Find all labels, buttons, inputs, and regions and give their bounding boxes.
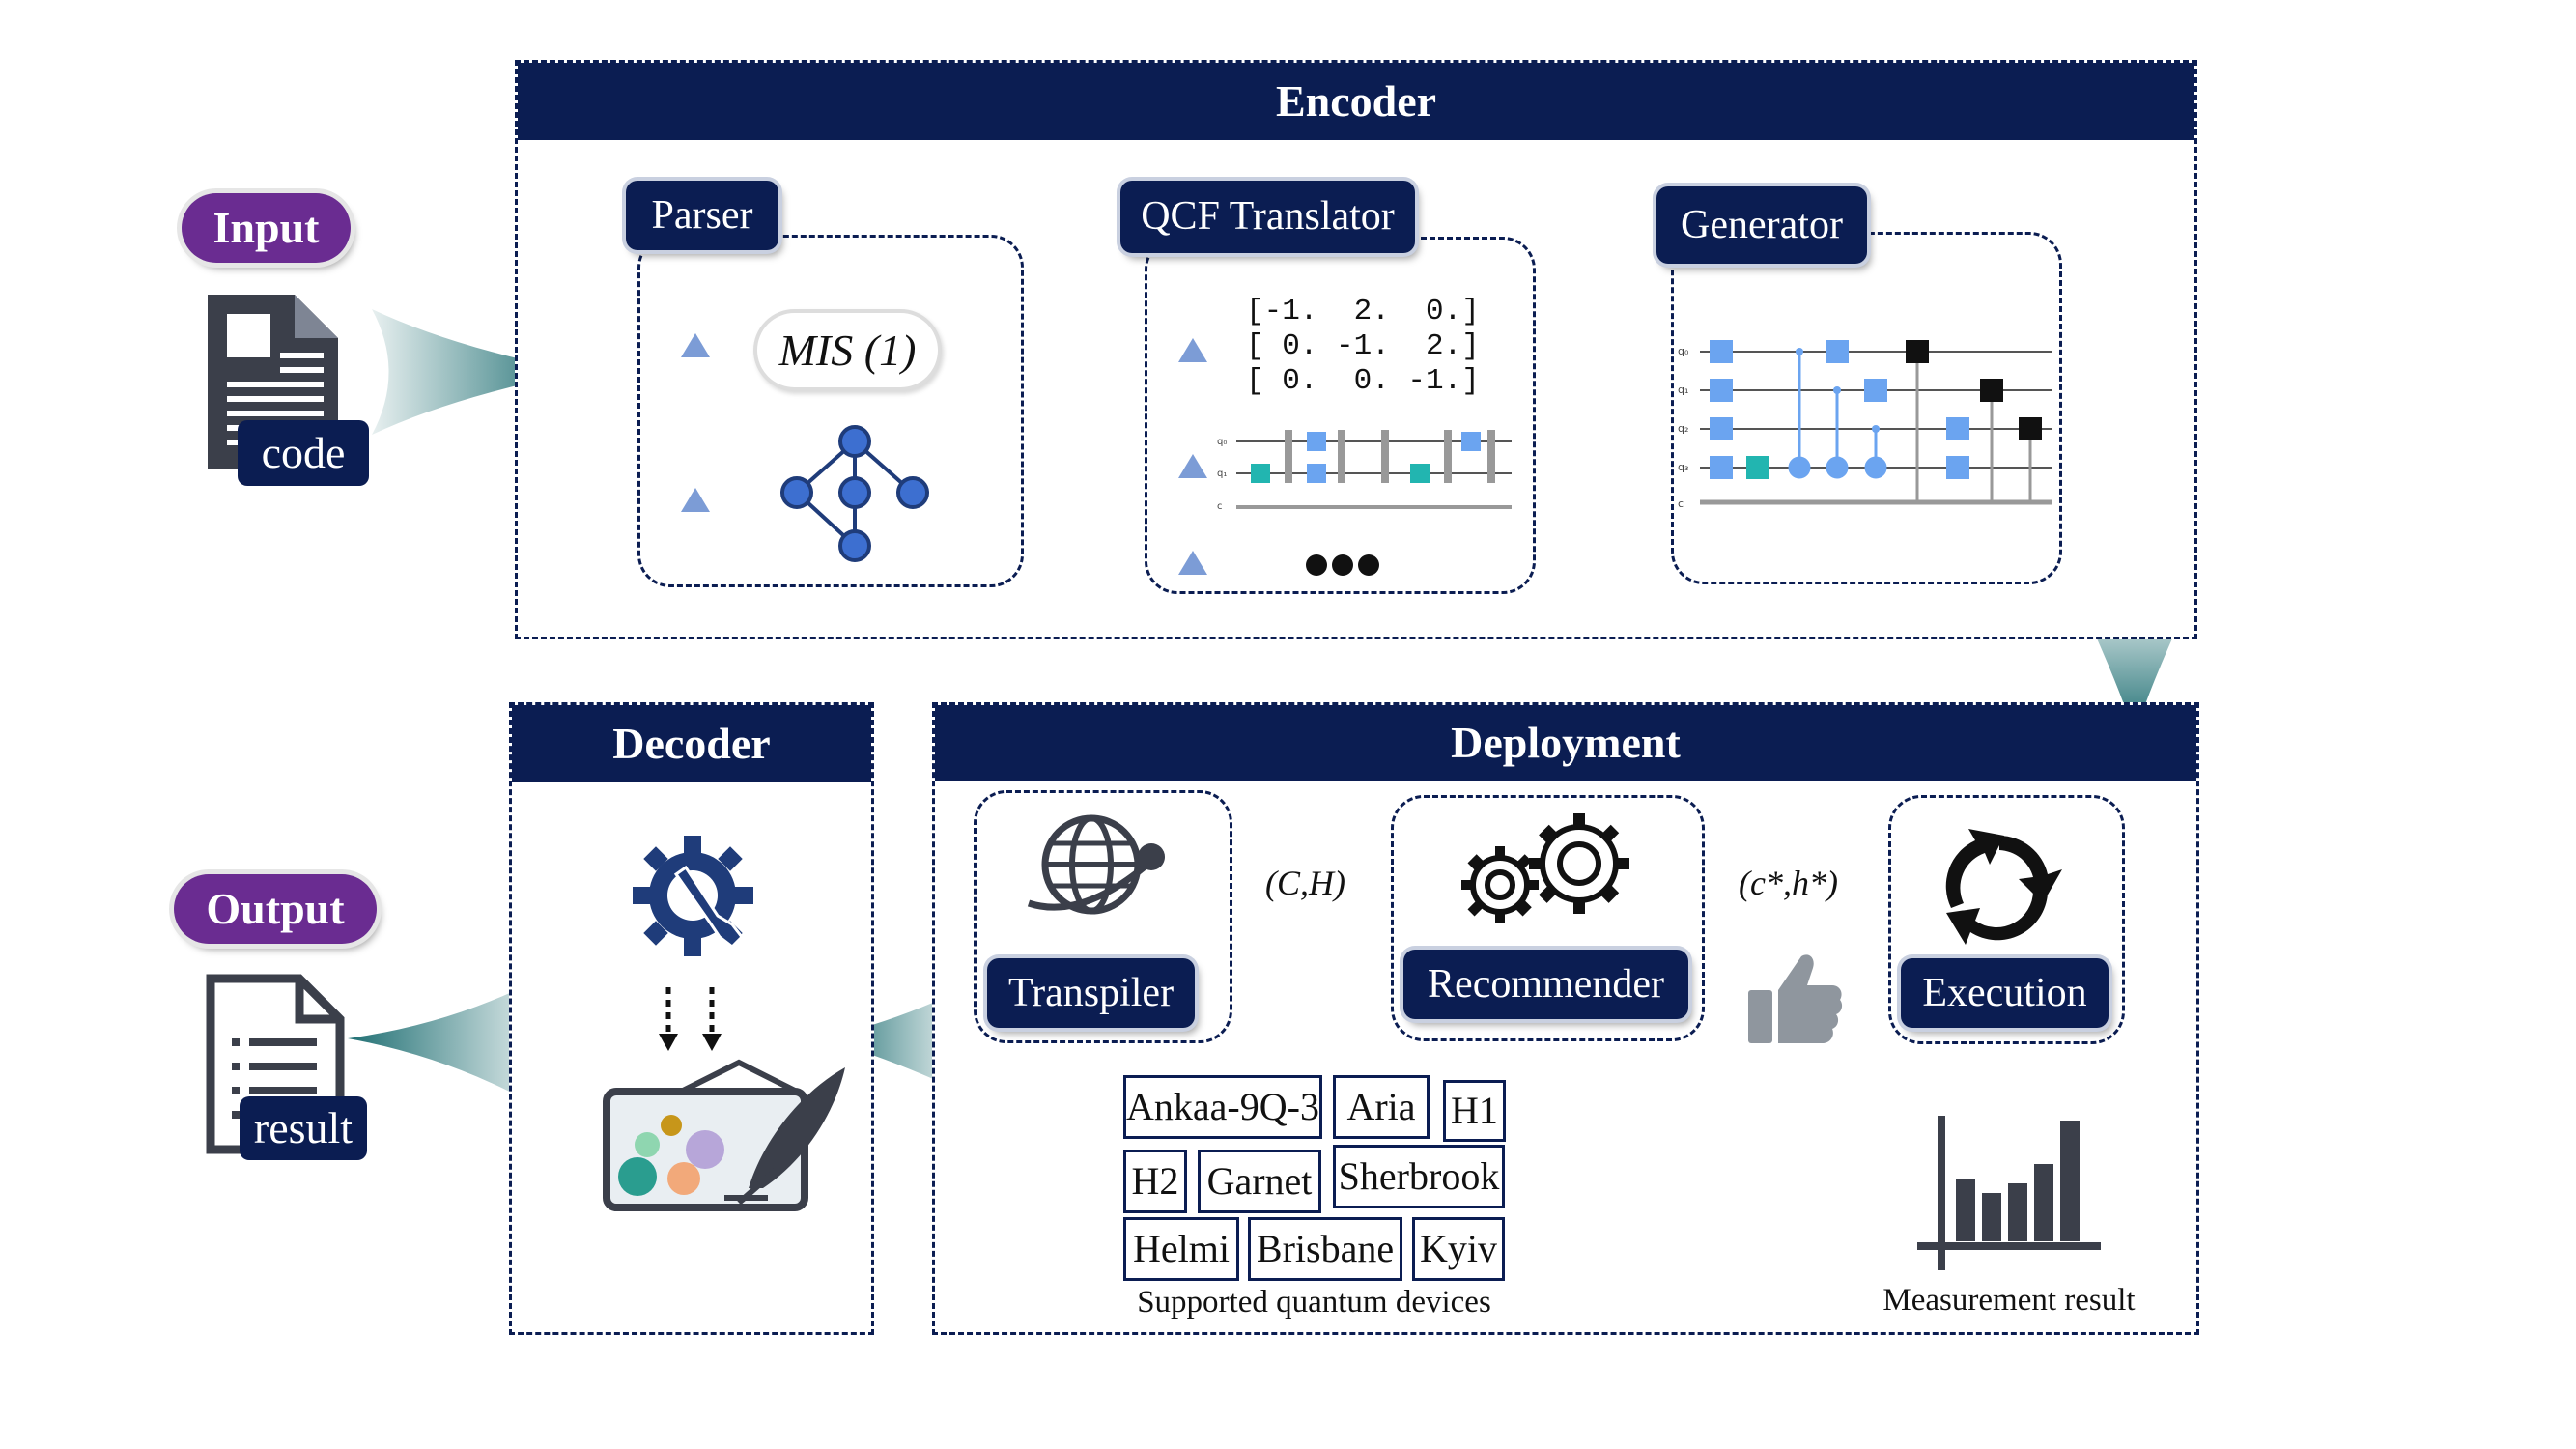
decoder-section: Decoder <box>509 702 874 1335</box>
parser-bullets <box>681 333 710 512</box>
input-doc-label: code <box>238 420 369 486</box>
problem-label: MIS (1) <box>778 326 917 375</box>
translator-module <box>1145 237 1536 594</box>
decoder-title: Decoder <box>512 705 871 782</box>
deployment-to-decoder-arrow <box>821 990 961 1092</box>
deployment-title: Deployment <box>935 705 2196 781</box>
gears-icon <box>1461 813 1629 923</box>
svg-text:q₃: q₃ <box>1678 461 1688 473</box>
device-chip: Aria <box>1333 1075 1430 1139</box>
cycle-icon <box>1945 829 2062 945</box>
measurement-caption: Measurement result <box>1882 1283 2136 1318</box>
svg-text:q₀: q₀ <box>1217 437 1227 447</box>
device-chip: Ankaa-9Q-3 <box>1123 1075 1322 1139</box>
svg-text:q₁: q₁ <box>1678 384 1688 396</box>
input-pill: Input <box>182 193 351 263</box>
translator-tag: QCF Translator <box>1120 181 1415 253</box>
output-pill: Output <box>174 874 377 944</box>
device-chip: Helmi <box>1123 1217 1239 1281</box>
canvas-quill-icon <box>603 1059 845 1211</box>
transpiler-tag: Transpiler <box>987 958 1195 1028</box>
device-chip: Garnet <box>1198 1150 1321 1213</box>
matrix-row-1: [-1. 2. 0.] <box>1246 295 1480 328</box>
wrench-gear-icon <box>633 836 753 956</box>
svg-text:q₁: q₁ <box>1217 469 1227 479</box>
execution-tag: Execution <box>1901 958 2109 1028</box>
ellipsis-icon <box>1306 554 1379 576</box>
matrix-row-2: [ 0. -1. 2.] <box>1246 329 1480 363</box>
edge-label-2: (c*,h*) <box>1739 864 1838 902</box>
decoder-to-output-arrow <box>348 976 546 1111</box>
device-chip: Sherbrook <box>1333 1145 1505 1208</box>
device-chip: H2 <box>1123 1150 1187 1213</box>
svg-text:q₀: q₀ <box>1678 345 1689 357</box>
svg-text:q₂: q₂ <box>1678 422 1688 435</box>
matrix-row-3: [ 0. 0. -1.] <box>1246 364 1480 398</box>
svg-text:c: c <box>1678 497 1684 510</box>
input-arrow <box>372 309 580 435</box>
parser-module <box>637 235 1024 587</box>
small-circuit-icon: q₀ q₁ c <box>1217 430 1512 512</box>
device-chip: Kyiv <box>1412 1217 1505 1281</box>
bar-chart-icon <box>1917 1116 2101 1270</box>
circuit-icon: q₀ q₁ q₂ q₃ c <box>1678 340 2052 510</box>
graph-icon <box>780 425 929 562</box>
recommender-tag: Recommender <box>1403 950 1688 1019</box>
device-chip: H1 <box>1443 1080 1506 1142</box>
output-doc-label: result <box>240 1096 367 1160</box>
problem-capsule: MIS (1) <box>753 309 942 391</box>
device-chip: Brisbane <box>1248 1217 1402 1281</box>
generator-tag: Generator <box>1656 186 1867 264</box>
encoder-title: Encoder <box>518 63 2194 140</box>
globe-icon <box>1027 814 1165 915</box>
translator-bullets <box>1178 338 1207 575</box>
edge-label-1: (C,H) <box>1265 864 1345 902</box>
devices-caption: Supported quantum devices <box>1137 1285 1491 1320</box>
parser-tag: Parser <box>626 181 778 250</box>
dashed-down-arrows <box>659 987 722 1051</box>
svg-text:c: c <box>1217 501 1223 512</box>
thumbs-up-icon <box>1748 954 1843 1043</box>
